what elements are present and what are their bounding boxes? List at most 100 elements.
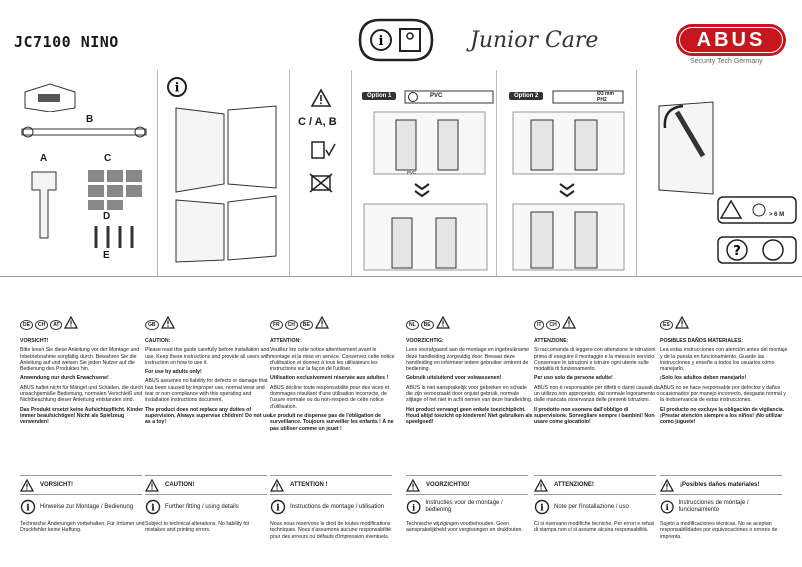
text-bold1: ¡Solo los adultos deben manejarlo!: [660, 375, 747, 382]
svg-text:i: i: [379, 34, 384, 49]
svg-text:i: i: [540, 504, 544, 514]
section-divider: [270, 475, 392, 476]
flag-ch: CH: [34, 320, 49, 330]
pvc-label: PVC: [430, 93, 443, 99]
svg-text:i: i: [151, 504, 155, 514]
section-divider: [534, 475, 656, 476]
language-flags: ES: [660, 315, 689, 334]
text-text1: Lea estas instrucciones con atención ant…: [660, 347, 788, 373]
language-flags: GB: [145, 315, 175, 334]
text-heading: CAUTION:: [145, 338, 171, 344]
option1-icons: [404, 90, 494, 104]
caution-label: VORSICHT!: [40, 482, 73, 488]
info-label: Instructions de montage / utilisation: [290, 503, 385, 510]
part-e-label: E: [103, 250, 110, 261]
option1-step2: [363, 203, 488, 271]
section-divider: [406, 475, 528, 476]
flag-be: BE: [299, 320, 313, 330]
text-bold1: Utilisation exclusivement réservée aux a…: [270, 375, 389, 382]
flag-be: BE: [420, 320, 434, 330]
caution-label: ATTENZIONE!: [554, 482, 594, 488]
language-text: CAUTION:Please read this guide carefully…: [145, 338, 273, 429]
caution-row: VOORZICHTIG!: [406, 477, 470, 493]
flag-de: DE: [20, 320, 33, 330]
warning-icon: [314, 315, 329, 334]
tagline: Security Tech Germany: [690, 58, 763, 65]
junior-care-logo: Junior Care: [470, 28, 599, 53]
caution-row: ATTENZIONE!: [534, 477, 594, 493]
section-divider: [660, 475, 782, 476]
abus-logo: ABUS: [676, 24, 786, 56]
svg-text:?: ?: [733, 244, 741, 259]
flag-es: ES: [660, 320, 673, 330]
caution-row: VORSICHT!: [20, 477, 73, 493]
disclaimer: Technische Änderungen vorbehalten. Für I…: [20, 521, 145, 534]
caution-label: VOORZICHTIG!: [426, 482, 470, 488]
tools-label: C / A, B: [298, 116, 337, 128]
disclaimer: Nous nous réservons le droit de toutes m…: [270, 521, 391, 540]
info-label: Instructies voor de montage / bediening: [425, 500, 503, 513]
text-text2: ABUS no se hace responsable por defectos…: [660, 384, 787, 404]
window-panel: i: [158, 70, 290, 276]
text-bold2: El producto no excluye la obligación de …: [660, 406, 785, 426]
option2-step1: [512, 111, 625, 175]
package-icon: [24, 83, 76, 112]
model-title: JC7100 NINO: [14, 33, 119, 51]
language-text: ATTENZIONE:Si raccomanda di leggere con …: [534, 338, 662, 429]
info-label: Further fitting / using details: [165, 503, 239, 510]
chevron-down-icon: [414, 183, 430, 198]
text-heading: ATTENZIONE:: [534, 338, 569, 344]
option1-panel: Option 1 PVC PVC: [352, 70, 497, 276]
divider: [0, 276, 802, 277]
flag-ch: CH: [546, 320, 560, 330]
pvc-marker: PVC: [407, 170, 417, 175]
flag-ch: CH: [284, 320, 298, 330]
section-divider: [660, 494, 782, 495]
language-text: VORSICHT!Bitte lesen Sie diese Anleitung…: [20, 338, 148, 429]
option2-icons: [552, 90, 624, 104]
tools-panel: C / A, B: [290, 70, 352, 276]
section-divider: [145, 494, 267, 495]
text-text2: ABUS haftet nicht für Mängel und Schäden…: [20, 384, 144, 404]
flag-it: IT: [534, 320, 545, 330]
distance-warning-box: [717, 196, 797, 224]
text-bold1: Anwendung nur durch Erwachsene!: [20, 375, 109, 382]
info-label: Hinweise zur Montage / Bedienung: [40, 503, 134, 510]
caution-label: CAUTION!: [165, 482, 195, 488]
part-d-label: D: [103, 211, 111, 222]
caution-label: ATTENTION !: [290, 482, 328, 488]
option2-panel: Option 2 Ø3 mm PH2: [497, 70, 637, 276]
clean-surface-icon: [311, 141, 336, 159]
text-text2: ABUS décline toute responsabilité pour d…: [270, 384, 390, 410]
info-label: Note per l'installazione / uso: [554, 503, 629, 510]
part-a-label: A: [40, 153, 48, 164]
text-text1: Lees voorafgaand aan de montage en ingeb…: [406, 347, 530, 373]
opening-illustration: [658, 101, 714, 195]
text-heading: VORSICHT!: [20, 338, 49, 344]
text-bold1: Per uso solo da persone adulte!: [534, 375, 613, 382]
part-c-label: C: [104, 153, 112, 164]
disclaimer: Technische wijzigingen voorbehouden. Gee…: [406, 521, 523, 534]
text-text1: Veuillez lire cette notice attentivement…: [270, 347, 395, 373]
flag-at: AT: [50, 320, 63, 330]
text-bold2: Le produit ne dispense pas de l'obligati…: [270, 412, 394, 432]
screwdriver-label: PH2: [597, 97, 607, 103]
text-bold1: Gebruik uitsluitend voor volwassenen!: [406, 375, 502, 382]
text-heading: VOORZICHTIG:: [406, 338, 444, 344]
section-divider: [145, 475, 267, 476]
flag-gb: GB: [145, 320, 159, 330]
text-bold2: The product does not replace any duties …: [145, 406, 272, 426]
info-label: Instrucciones de montaje / funcionamient…: [678, 500, 749, 513]
warning-icon: [64, 315, 79, 334]
section-divider: [270, 494, 392, 495]
text-heading: POSIBLES DAÑOS MATERIALES:: [660, 338, 743, 344]
flag-fr: FR: [270, 320, 283, 330]
text-text2: ABUS assumes no liability for defects or…: [145, 378, 268, 404]
part-b-label: B: [86, 114, 94, 125]
section-divider: [20, 494, 142, 495]
text-bold2: Das Produkt ersetzt keine Aufsichtspflic…: [20, 406, 144, 426]
